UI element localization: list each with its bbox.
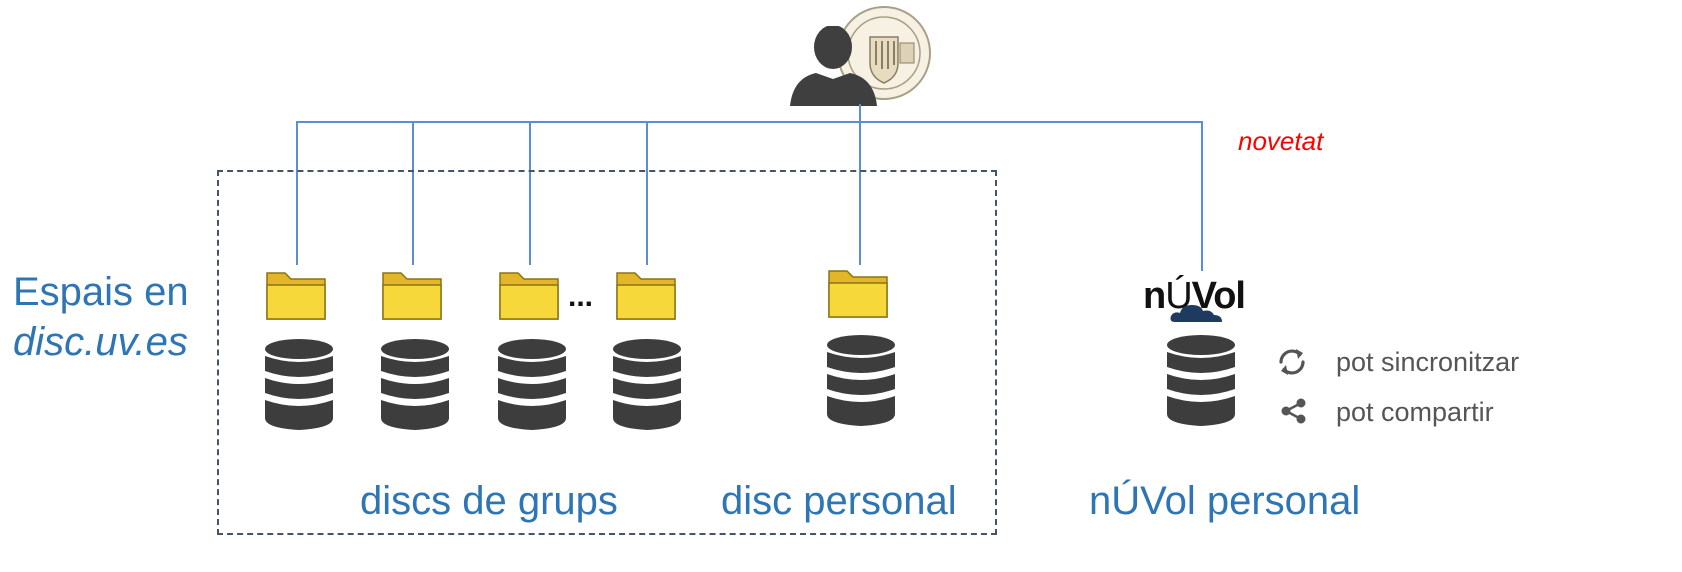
sync-icon bbox=[1275, 345, 1309, 379]
groups-label: discs de grups bbox=[360, 479, 618, 523]
database-icon bbox=[826, 335, 896, 427]
connector-group-4 bbox=[646, 121, 648, 265]
database-icon bbox=[264, 339, 334, 431]
connector-horizontal bbox=[296, 121, 1202, 123]
share-icon bbox=[1280, 397, 1308, 425]
nuvol-label: nÚVol personal bbox=[1089, 479, 1361, 523]
disc-uv-es-box bbox=[217, 170, 997, 535]
left-label-line1: Espais en bbox=[13, 270, 189, 314]
folder-icon bbox=[380, 265, 446, 323]
user-icon bbox=[788, 26, 882, 106]
ellipsis: ... bbox=[568, 280, 594, 313]
cloud-icon bbox=[1169, 304, 1225, 324]
novetat-label: novetat bbox=[1238, 126, 1324, 156]
connector-nuvol bbox=[1201, 121, 1203, 271]
database-icon bbox=[612, 339, 682, 431]
nuvol-logo: nÚVol bbox=[1143, 270, 1246, 324]
university-seal bbox=[836, 5, 932, 101]
folder-icon bbox=[264, 265, 330, 323]
feature-share-label: pot compartir bbox=[1336, 397, 1494, 427]
folder-icon bbox=[614, 265, 680, 323]
personal-label: disc personal bbox=[721, 479, 957, 523]
connector-user bbox=[859, 104, 861, 122]
database-icon bbox=[1166, 335, 1236, 427]
connector-group-1 bbox=[296, 121, 298, 265]
feature-sync-label: pot sincronitzar bbox=[1336, 347, 1520, 377]
folder-icon bbox=[826, 263, 892, 321]
folder-icon bbox=[497, 265, 563, 323]
connector-personal bbox=[859, 121, 861, 265]
connector-group-2 bbox=[412, 121, 414, 265]
database-icon bbox=[497, 339, 567, 431]
left-label-line2: disc.uv.es bbox=[13, 320, 188, 364]
database-icon bbox=[380, 339, 450, 431]
connector-group-3 bbox=[529, 121, 531, 265]
nuvol-logo-pre: n bbox=[1143, 275, 1166, 317]
